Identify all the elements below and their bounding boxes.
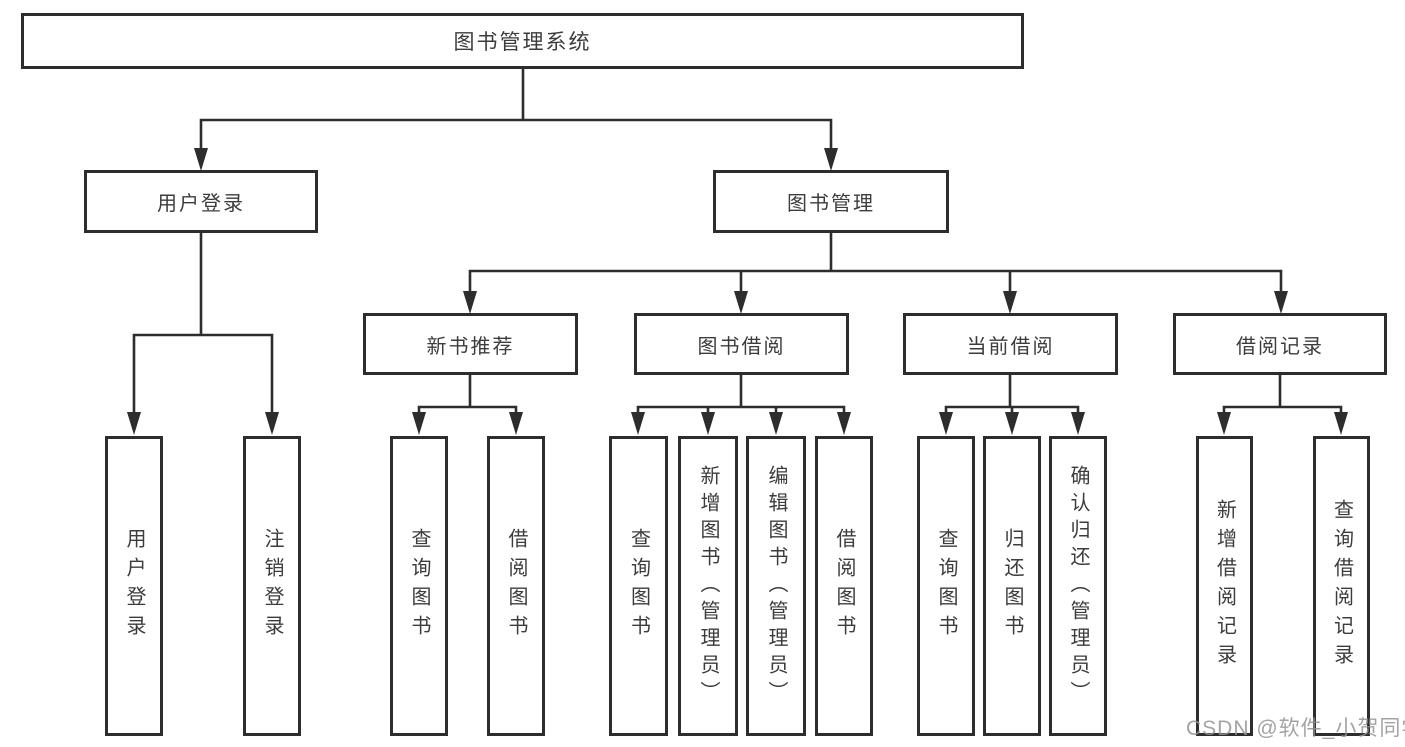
node-label: 图书借阅: [697, 335, 786, 358]
node-label: 新增借阅记录: [1213, 499, 1236, 673]
node-query-books-borrow: 查询图书: [609, 436, 668, 736]
node-query-borrow-record: 查询借阅记录: [1313, 436, 1370, 736]
node-label: 查询图书: [408, 528, 430, 644]
connector-new-book-to-leaves: [417, 373, 518, 415]
node-logout-action: 注销登录: [243, 436, 301, 736]
node-query-books-recommend: 查询图书: [390, 436, 448, 736]
node-label: 查询图书: [935, 528, 957, 644]
connector-user-login-to-leaves: [132, 231, 274, 415]
arrowhead-icon: [1003, 291, 1017, 314]
arrowhead-icon: [631, 412, 645, 435]
node-label: 借阅图书: [505, 528, 527, 644]
node-label: 当前借阅: [966, 335, 1055, 358]
node-label: 借阅图书: [833, 528, 855, 644]
watermark: CSDN @软件_小贺同学: [1186, 717, 1405, 740]
arrowhead-icon: [1071, 412, 1085, 435]
node-add-borrow-record: 新增借阅记录: [1196, 436, 1253, 736]
node-label: 图书管理系统: [453, 31, 592, 54]
arrowhead-icon: [1274, 291, 1288, 314]
arrowhead-icon: [939, 412, 953, 435]
node-label: 归还图书: [1001, 528, 1023, 644]
node-label: 新书推荐: [426, 335, 515, 358]
arrowhead-icon: [265, 412, 279, 435]
node-label: 编辑图书（管理员）: [765, 464, 787, 708]
connector-book-borrow-to-leaves: [636, 373, 846, 415]
arrowhead-icon: [194, 148, 208, 171]
node-book-management: 图书管理: [713, 170, 949, 233]
arrowhead-icon: [127, 412, 141, 435]
node-label: 确认归还（管理员）: [1067, 464, 1089, 708]
node-return-books: 归还图书: [983, 436, 1041, 736]
arrowhead-icon: [1005, 412, 1019, 435]
arrowhead-icon: [734, 291, 748, 314]
node-query-books-current: 查询图书: [917, 436, 975, 736]
node-label: 查询图书: [627, 528, 650, 644]
node-label: 新增图书（管理员）: [697, 464, 719, 708]
node-current-borrow: 当前借阅: [903, 313, 1118, 375]
node-label: 查询借阅记录: [1330, 499, 1353, 673]
node-label: 用户登录: [157, 193, 245, 215]
node-label: 借阅记录: [1236, 335, 1324, 358]
arrowhead-icon: [1217, 412, 1231, 435]
node-book-borrow: 图书借阅: [634, 313, 849, 375]
node-add-books-admin: 新增图书（管理员）: [678, 436, 738, 736]
arrowhead-icon: [1334, 412, 1348, 435]
node-confirm-return-admin: 确认归还（管理员）: [1049, 436, 1107, 736]
node-user-login: 用户登录: [84, 170, 318, 233]
connector-root-to-level2: [199, 67, 833, 151]
node-edit-books-admin: 编辑图书（管理员）: [746, 436, 806, 736]
node-borrow-books-recommend: 借阅图书: [487, 436, 545, 736]
connector-borrow-records-to-leaves: [1222, 373, 1343, 415]
node-label: 图书管理: [787, 193, 875, 215]
connector-book-management-to-level3: [468, 231, 1283, 294]
node-borrow-records: 借阅记录: [1173, 313, 1387, 375]
arrowhead-icon: [509, 412, 523, 435]
arrowhead-icon: [769, 412, 783, 435]
node-new-book-recommend: 新书推荐: [363, 313, 578, 375]
arrowhead-icon: [701, 412, 715, 435]
node-borrow-books-borrow: 借阅图书: [815, 436, 873, 736]
node-library-management-system: 图书管理系统: [21, 13, 1024, 69]
node-user-login-action: 用户登录: [105, 436, 163, 736]
node-label: 用户登录: [123, 528, 145, 644]
node-label: 注销登录: [261, 528, 283, 644]
connector-current-borrow-to-leaves: [944, 373, 1080, 415]
arrowhead-icon: [837, 412, 851, 435]
arrowhead-icon: [824, 148, 838, 171]
arrowhead-icon: [463, 291, 477, 314]
arrowhead-icon: [412, 412, 426, 435]
